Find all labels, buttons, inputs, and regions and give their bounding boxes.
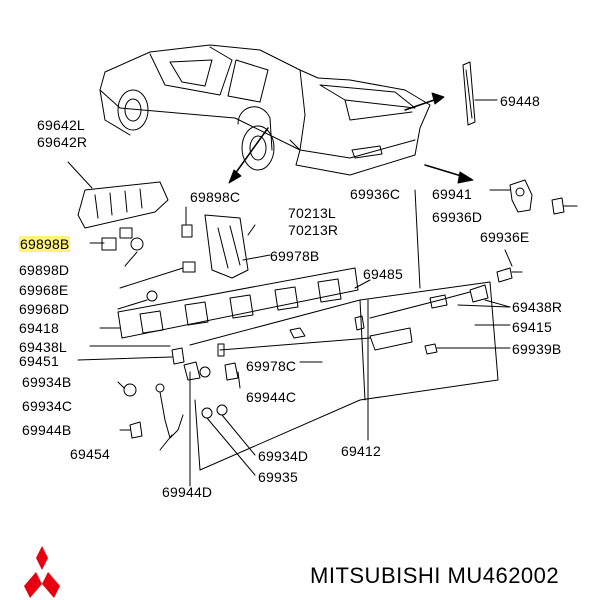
label-69944C: 69944C (246, 389, 297, 405)
label-69934B: 69934B (22, 374, 72, 390)
label-69415: 69415 (512, 319, 552, 335)
label-69936C: 69936C (350, 186, 401, 202)
label-69941: 69941 (432, 186, 472, 202)
label-69936E: 69936E (480, 229, 530, 245)
brand-part-number: MITSUBISHI MU462002 (310, 563, 560, 588)
part-69448-strip (462, 61, 498, 126)
label-69642R: 69642R (37, 134, 88, 150)
label-69438R: 69438R (512, 299, 563, 315)
clips-69898 (89, 206, 193, 267)
pickup-truck-illustration (99, 44, 431, 176)
tailgate-panel (189, 281, 499, 471)
label-69898B-highlighted: 69898B (19, 236, 71, 252)
parts-69941-69936 (414, 179, 578, 289)
label-69438L: 69438L (19, 339, 67, 355)
label-69944D: 69944D (162, 484, 213, 500)
label-69451: 69451 (19, 353, 59, 369)
label-70213R: 70213R (288, 222, 339, 238)
label-69485: 69485 (363, 266, 403, 282)
mitsubishi-logo-icon (24, 546, 60, 598)
pointer-arrows (228, 92, 474, 184)
rods-and-handle (89, 279, 511, 441)
part-70213-hinge (204, 214, 256, 279)
label-69934D: 69934D (258, 448, 309, 464)
label-69978B: 69978B (270, 248, 320, 264)
small-hardware (77, 347, 323, 487)
label-69898D: 69898D (19, 262, 70, 278)
label-69934C: 69934C (22, 398, 73, 414)
label-70213L: 70213L (288, 205, 336, 221)
part-69418-garnish (99, 267, 359, 339)
label-69968E: 69968E (19, 282, 69, 298)
label-69898C: 69898C (190, 189, 241, 205)
bolts-69968 (117, 254, 271, 310)
label-69454: 69454 (70, 446, 110, 462)
label-69448: 69448 (500, 93, 540, 109)
label-69939B: 69939B (512, 341, 562, 357)
label-69944B: 69944B (22, 422, 72, 438)
label-69968D: 69968D (19, 301, 70, 317)
label-69935: 69935 (258, 469, 298, 485)
label-69936D: 69936D (432, 209, 483, 225)
part-69642-bracket (67, 161, 169, 229)
label-69978C: 69978C (246, 358, 297, 374)
label-69412: 69412 (341, 443, 381, 459)
label-69418: 69418 (19, 320, 59, 336)
label-69642L: 69642L (37, 117, 85, 133)
